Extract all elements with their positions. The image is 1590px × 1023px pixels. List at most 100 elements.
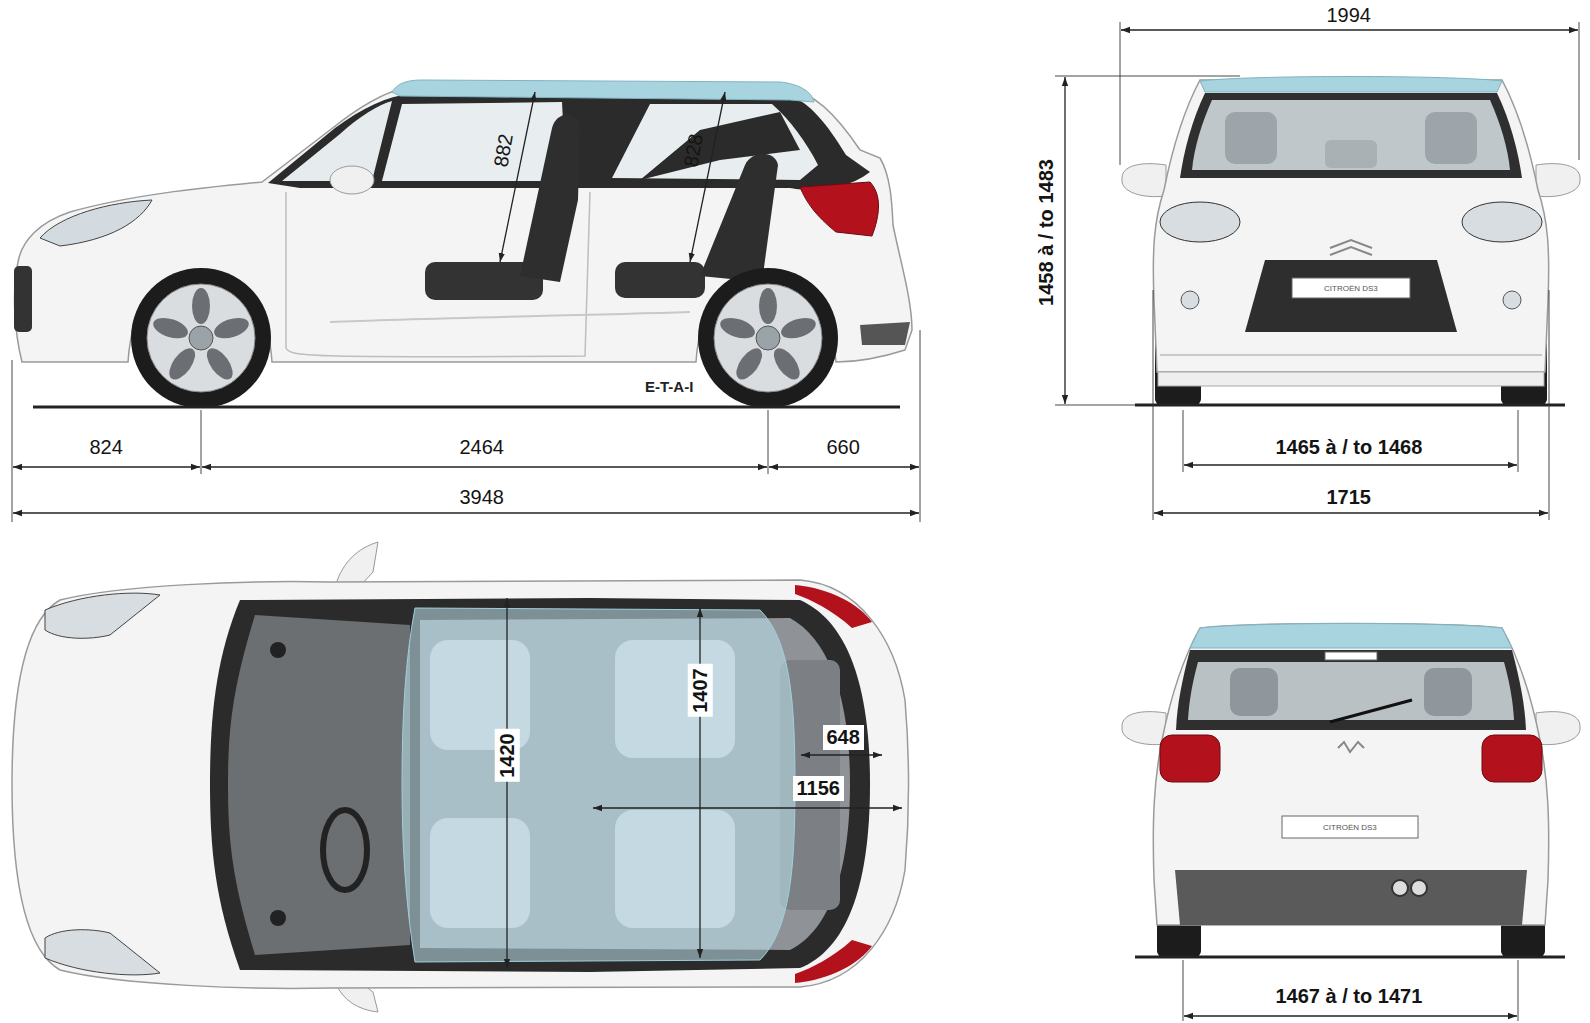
bumper-line bbox=[1160, 354, 1542, 356]
hub bbox=[189, 326, 213, 350]
dimension-line bbox=[1154, 512, 1548, 513]
windshield-glass bbox=[1192, 100, 1510, 170]
window-frame bbox=[210, 598, 870, 972]
extension-line bbox=[12, 360, 13, 522]
top-view bbox=[12, 542, 909, 1012]
plate-text: CITROËN DS3 bbox=[1324, 284, 1378, 293]
tyre bbox=[131, 268, 271, 408]
length-dimension: 1156 bbox=[793, 776, 844, 801]
glass-roof bbox=[402, 608, 795, 962]
fog-light bbox=[1503, 291, 1521, 309]
door-mirror bbox=[330, 166, 374, 194]
seat bbox=[1325, 140, 1377, 168]
extension-line bbox=[1518, 960, 1519, 1021]
dimension-line bbox=[769, 466, 919, 467]
width-dimension: 1407 bbox=[687, 664, 712, 717]
headroom-dimension: 882 bbox=[489, 132, 517, 169]
tail-light bbox=[1482, 735, 1542, 782]
seat bbox=[1425, 112, 1477, 164]
extension-line bbox=[920, 330, 921, 522]
left-mirror bbox=[1122, 712, 1166, 745]
hub bbox=[756, 326, 780, 350]
dimension-line bbox=[13, 512, 919, 513]
headlight bbox=[45, 930, 160, 975]
rear-window-glass bbox=[1188, 662, 1514, 720]
length-dimension: 660 bbox=[827, 436, 860, 459]
extension-line bbox=[1055, 405, 1135, 406]
side-view bbox=[12, 80, 920, 522]
ground-line bbox=[33, 406, 900, 409]
side-moulding bbox=[330, 312, 690, 322]
extension-line bbox=[1183, 960, 1184, 1021]
number-plate bbox=[1282, 816, 1418, 838]
headroom-dimension: 828 bbox=[679, 132, 707, 169]
length-dimension: 648 bbox=[823, 725, 864, 750]
dimension-line bbox=[801, 754, 882, 755]
fog-light bbox=[1181, 291, 1199, 309]
dimension-line bbox=[1064, 77, 1065, 404]
headlight bbox=[1462, 202, 1542, 242]
plate-text: CITROËN DS3 bbox=[1323, 823, 1377, 832]
length-dimension: 2464 bbox=[460, 436, 505, 459]
ground-line bbox=[1135, 956, 1565, 959]
tail-light bbox=[1160, 735, 1220, 782]
headroom-dimension-line bbox=[500, 92, 535, 262]
extension-line bbox=[1153, 290, 1154, 520]
brake-light bbox=[1325, 652, 1377, 660]
front-seat-back bbox=[520, 115, 580, 282]
left-mirror bbox=[336, 542, 378, 586]
windshield bbox=[1180, 93, 1522, 178]
dimension-line bbox=[202, 466, 767, 467]
rim-spoke-gap bbox=[164, 344, 200, 384]
car-body bbox=[1153, 624, 1548, 926]
car-body bbox=[12, 580, 909, 988]
dimension-line bbox=[593, 807, 902, 808]
rear-seat-back bbox=[700, 154, 778, 282]
steering-wheel bbox=[323, 810, 367, 890]
speaker bbox=[270, 910, 286, 926]
lower-body bbox=[1158, 372, 1544, 386]
right-mirror bbox=[1536, 712, 1580, 745]
chevron-logo bbox=[1330, 240, 1372, 255]
extension-line bbox=[1518, 410, 1519, 472]
headlight bbox=[1160, 202, 1240, 242]
rim bbox=[147, 284, 255, 392]
ds-logo bbox=[1338, 742, 1364, 752]
dimension-line bbox=[1184, 1015, 1517, 1016]
front-wheel bbox=[131, 268, 271, 408]
length-dimension: 824 bbox=[90, 436, 123, 459]
extension-line bbox=[201, 410, 202, 474]
headroom-dimension-line bbox=[690, 92, 725, 262]
tail-light bbox=[795, 585, 872, 628]
rear-wheel bbox=[698, 268, 838, 408]
rim-spoke-gap bbox=[779, 314, 819, 342]
extension-line bbox=[1055, 76, 1240, 77]
watermark: E-T-A-I bbox=[645, 378, 693, 395]
tail-light bbox=[795, 940, 872, 983]
car-body bbox=[1153, 80, 1548, 372]
dimension-line bbox=[1121, 29, 1578, 30]
seat bbox=[1424, 668, 1472, 716]
dimension-line bbox=[506, 598, 507, 968]
front-grille bbox=[14, 266, 32, 332]
extension-line bbox=[768, 410, 769, 474]
height-dimension: 1458 à / to 1483 bbox=[1034, 159, 1057, 306]
dimension-line bbox=[1184, 464, 1517, 465]
seat bbox=[1225, 112, 1277, 164]
rim-spoke-gap bbox=[718, 314, 758, 342]
headlight bbox=[40, 200, 152, 246]
track-dimension: 1465 à / to 1468 bbox=[1276, 436, 1423, 459]
windshield bbox=[228, 615, 410, 955]
exhaust-pipe bbox=[1411, 880, 1427, 896]
rim-spoke-gap bbox=[151, 314, 191, 342]
extension-line bbox=[1120, 22, 1121, 165]
rim-spoke-gap bbox=[731, 344, 767, 384]
width-dimension: 1715 bbox=[1327, 486, 1372, 509]
tyre bbox=[698, 268, 838, 408]
rim-spoke-gap bbox=[202, 344, 238, 384]
roof-panel bbox=[1190, 624, 1512, 649]
left-mirror bbox=[1122, 164, 1166, 197]
